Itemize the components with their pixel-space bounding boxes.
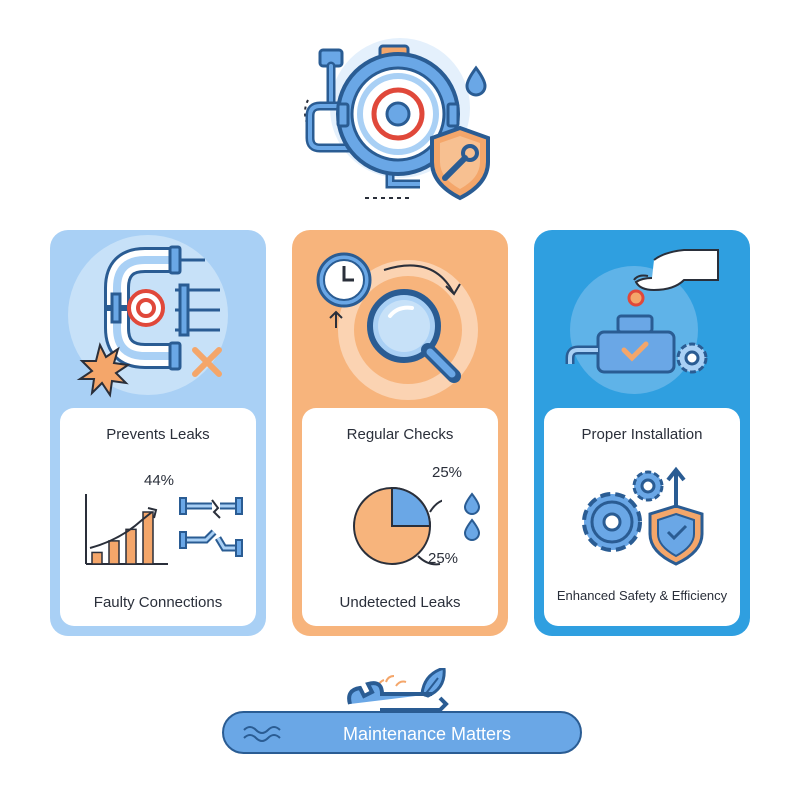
card-footer: Enhanced Safety & Efficiency xyxy=(556,588,728,603)
water-drops-icon xyxy=(463,492,481,541)
pie-chart xyxy=(353,486,442,566)
leaking-pipe-icon xyxy=(68,235,228,398)
panel-regular-checks: Regular Checks 25% 25% Undetected Leaks xyxy=(292,230,508,636)
trend-bar xyxy=(91,551,103,565)
pie-slice xyxy=(391,486,432,527)
banner-label: Maintenance Matters xyxy=(342,724,512,744)
trend-bar xyxy=(142,511,154,565)
stat-label: 44% xyxy=(144,472,175,489)
wrench-leaf-icon xyxy=(347,668,449,712)
card-title: Regular Checks xyxy=(346,426,454,443)
trend-bar xyxy=(108,540,120,565)
pie-slice-label: 25% xyxy=(432,464,463,481)
trend-bar-chart xyxy=(85,494,168,565)
card-footer: Faulty Connections xyxy=(93,594,223,611)
card-title: Prevents Leaks xyxy=(106,426,210,443)
pressure-valve-shield-wrench-icon xyxy=(304,38,490,201)
panel-proper-installation: Proper Installation Enhanced Safety & Ef… xyxy=(534,230,750,636)
gears-shield-icon xyxy=(582,466,704,566)
card-title: Proper Installation xyxy=(581,426,703,443)
maintenance-matters-banner: Maintenance Matters xyxy=(222,711,582,754)
broken-connection-icon xyxy=(179,497,243,557)
card-regular-checks: Regular Checks 25% 25% Undetected Leaks xyxy=(302,408,498,626)
clock-magnifier-icon xyxy=(316,252,478,400)
card-proper-installation: Proper Installation Enhanced Safety & Ef… xyxy=(544,408,740,626)
wave-icon xyxy=(243,726,281,742)
trend-bar xyxy=(125,528,137,565)
card-prevents-leaks: Prevents Leaks 44% Faulty Connections xyxy=(60,408,256,626)
hand-installing-valve-icon xyxy=(565,249,719,394)
card-footer: Undetected Leaks xyxy=(339,594,461,611)
panel-prevents-leaks: Prevents Leaks 44% Faulty Connections xyxy=(50,230,266,636)
pie-rest-label: 25% xyxy=(428,550,459,567)
